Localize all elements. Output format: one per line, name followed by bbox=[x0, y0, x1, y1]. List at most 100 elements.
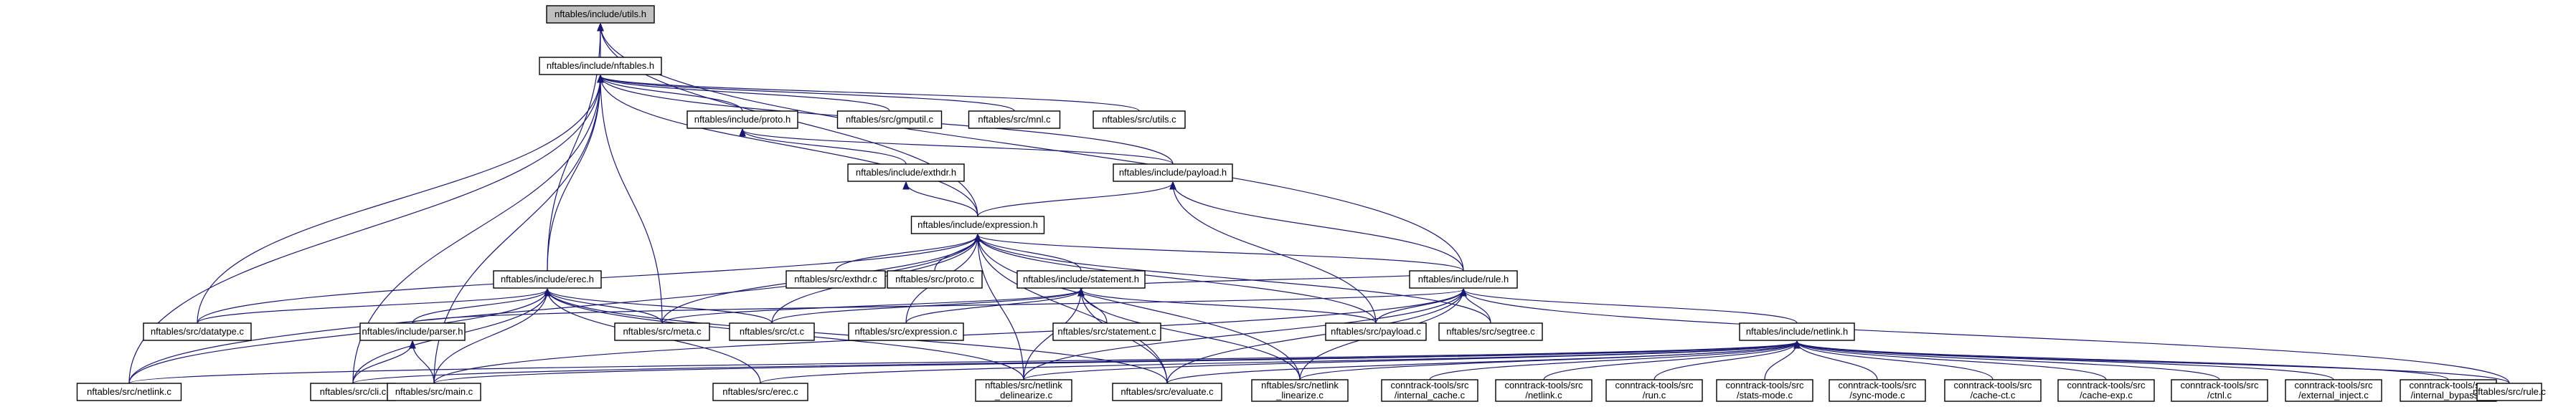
graph-node-exthdr-c[interactable]: nftables/src/exthdr.c bbox=[785, 270, 886, 289]
edge-rule-h-to-payload-h bbox=[1173, 183, 1464, 272]
node-box bbox=[848, 322, 964, 341]
node-box bbox=[687, 110, 798, 129]
node-label: conntrack-tools/src bbox=[1504, 380, 1583, 391]
graph-node-datatype-c[interactable]: nftables/src/datatype.c bbox=[143, 322, 252, 341]
node-box bbox=[1113, 163, 1233, 182]
graph-node-payload-h[interactable]: nftables/include/payload.h bbox=[1113, 163, 1233, 182]
node-box bbox=[1739, 322, 1855, 341]
graph-node-parser-h[interactable]: nftables/include/parser.h bbox=[359, 322, 466, 341]
graph-node-rule-h[interactable]: nftables/include/rule.h bbox=[1409, 270, 1518, 289]
node-box bbox=[2171, 379, 2268, 402]
node-box bbox=[910, 216, 1045, 234]
edge-ct-internal-cache-c-to-netlink-h bbox=[1429, 342, 1797, 380]
edge-meta-c-to-nftables-h bbox=[600, 76, 663, 324]
graph-node-expression-c[interactable]: nftables/src/expression.c bbox=[848, 322, 964, 341]
node-box bbox=[712, 383, 808, 401]
graph-node-ct-c[interactable]: nftables/src/ct.c bbox=[729, 322, 815, 341]
graph-node-gmputil-c[interactable]: nftables/src/gmputil.c bbox=[836, 110, 943, 129]
graph-node-statement-c[interactable]: nftables/src/statement.c bbox=[1052, 322, 1161, 341]
edge-proto-h-to-nftables-h bbox=[600, 76, 743, 112]
node-label: nftables/src/ct.c bbox=[740, 326, 805, 337]
node-label: conntrack-tools/src bbox=[1725, 380, 1804, 391]
edge-utils-c-to-nftables-h bbox=[600, 76, 1140, 112]
graph-node-ct-ctnl-c[interactable]: conntrack-tools/src/ctnl.c bbox=[2171, 379, 2268, 402]
graph-node-erec-h[interactable]: nftables/include/erec.h bbox=[493, 270, 602, 289]
graph-node-netlink-c[interactable]: nftables/src/netlink.c bbox=[76, 383, 182, 401]
graph-node-nftables-h[interactable]: nftables/include/nftables.h bbox=[539, 57, 662, 75]
node-box bbox=[76, 383, 182, 401]
node-box bbox=[493, 270, 602, 289]
graph-node-utils-h[interactable]: nftables/include/utils.h bbox=[546, 5, 655, 24]
node-label: nftables/src/netlink.c bbox=[87, 386, 171, 397]
node-label: nftables/src/netlink bbox=[985, 380, 1062, 391]
edge-expression-h-to-exthdr-h bbox=[906, 183, 978, 217]
graph-node-netlink-h[interactable]: nftables/include/netlink.h bbox=[1739, 322, 1855, 341]
graph-node-evaluate-c[interactable]: nftables/src/evaluate.c bbox=[1112, 383, 1222, 401]
node-box bbox=[887, 270, 983, 289]
graph-node-netlink-linearize-c[interactable]: nftables/src/netlink_linearize.c bbox=[1251, 379, 1349, 402]
node-box bbox=[836, 110, 943, 129]
node-box bbox=[1325, 322, 1427, 341]
edge-payload-h-to-proto-h bbox=[742, 130, 1174, 165]
node-box bbox=[1829, 379, 1926, 402]
edge-mnl-c-to-nftables-h bbox=[600, 76, 1015, 112]
node-box bbox=[546, 5, 655, 24]
node-label: conntrack-tools/src bbox=[2067, 380, 2146, 391]
edge-datatype-c-to-erec-h bbox=[197, 289, 547, 324]
edge-rule-c-to-rule-h bbox=[1463, 289, 2510, 384]
node-box bbox=[1944, 379, 2042, 402]
node-label: nftables/include/expression.h bbox=[917, 219, 1038, 230]
graph-node-statement-h[interactable]: nftables/include/statement.h bbox=[1016, 270, 1146, 289]
edge-netlink-delinearize-c-to-netlink-h bbox=[1023, 342, 1797, 380]
graph-node-segtree-c[interactable]: nftables/src/segtree.c bbox=[1438, 322, 1543, 341]
node-label: nftables/include/parser.h bbox=[362, 326, 463, 337]
node-label: nftables/include/payload.h bbox=[1119, 167, 1227, 178]
graph-node-expression-h[interactable]: nftables/include/expression.h bbox=[910, 216, 1045, 234]
edge-parser-h-to-erec-h bbox=[412, 289, 547, 324]
graph-node-ct-internal-cache-c[interactable]: conntrack-tools/src/internal_cache.c bbox=[1381, 379, 1478, 402]
node-box bbox=[1409, 270, 1518, 289]
node-label: nftables/src/datatype.c bbox=[151, 326, 245, 337]
node-label: /internal_bypass.c bbox=[2411, 390, 2486, 401]
node-box bbox=[847, 163, 965, 182]
node-label: conntrack-tools/src bbox=[1838, 380, 1917, 391]
graph-node-meta-c[interactable]: nftables/src/meta.c bbox=[614, 322, 710, 341]
graph-node-mnl-c[interactable]: nftables/src/mnl.c bbox=[968, 110, 1061, 129]
edge-ct-netlink-c-to-netlink-h bbox=[1543, 342, 1797, 380]
graph-node-proto-c[interactable]: nftables/src/proto.c bbox=[887, 270, 983, 289]
graph-node-ct-cache-exp-c[interactable]: conntrack-tools/src/cache-exp.c bbox=[2057, 379, 2155, 402]
graph-node-ct-cache-ct-c[interactable]: conntrack-tools/src/cache-ct.c bbox=[1944, 379, 2042, 402]
edge-expression-h-to-payload-h bbox=[977, 183, 1173, 217]
node-label: _delinearize.c bbox=[994, 390, 1053, 401]
graph-node-cli-c[interactable]: nftables/src/cli.c bbox=[310, 383, 396, 401]
graph-node-exthdr-h[interactable]: nftables/include/exthdr.h bbox=[847, 163, 965, 182]
node-box bbox=[729, 322, 815, 341]
edge-payload-c-to-expression-h bbox=[978, 235, 1377, 324]
graph-node-main-c[interactable]: nftables/src/main.c bbox=[387, 383, 481, 401]
node-label: conntrack-tools/src bbox=[2294, 380, 2373, 391]
graph-node-netlink-delinearize-c[interactable]: nftables/src/netlink_delinearize.c bbox=[975, 379, 1072, 402]
edge-ct-c-to-erec-h bbox=[547, 289, 773, 324]
graph-node-utils-c[interactable]: nftables/src/utils.c bbox=[1093, 110, 1186, 129]
graph-node-erec-c[interactable]: nftables/src/erec.c bbox=[712, 383, 808, 401]
node-box bbox=[1016, 270, 1146, 289]
graph-node-payload-c[interactable]: nftables/src/payload.c bbox=[1325, 322, 1427, 341]
node-label: nftables/src/rule.c bbox=[2473, 386, 2546, 397]
node-box bbox=[1495, 379, 1593, 402]
node-label: /stats-mode.c bbox=[1737, 390, 1793, 401]
node-box bbox=[975, 379, 1072, 402]
edge-main-c-to-parser-h bbox=[412, 342, 435, 384]
graph-node-ct-run-c[interactable]: conntrack-tools/src/run.c bbox=[1605, 379, 1703, 402]
graph-node-ct-sync-mode-c[interactable]: conntrack-tools/src/sync-mode.c bbox=[1829, 379, 1926, 402]
node-label: nftables/src/expression.c bbox=[854, 326, 958, 337]
node-label: /ctnl.c bbox=[2207, 390, 2232, 401]
edge-meta-c-to-erec-h bbox=[547, 289, 663, 324]
node-layer: nftables/include/utils.h nftables/include… bbox=[76, 5, 2546, 402]
edge-netlink-c-to-expression-h bbox=[128, 235, 978, 384]
graph-node-ct-stats-mode-c[interactable]: conntrack-tools/src/stats-mode.c bbox=[1716, 379, 1813, 402]
graph-node-rule-c[interactable]: nftables/src/rule.c bbox=[2473, 383, 2546, 401]
graph-node-ct-netlink-c[interactable]: conntrack-tools/src/netlink.c bbox=[1495, 379, 1593, 402]
graph-node-ct-external-inject-c[interactable]: conntrack-tools/src/external_inject.c bbox=[2285, 379, 2382, 402]
edge-payload-c-to-statement-h bbox=[1081, 289, 1377, 324]
graph-node-proto-h[interactable]: nftables/include/proto.h bbox=[687, 110, 798, 129]
